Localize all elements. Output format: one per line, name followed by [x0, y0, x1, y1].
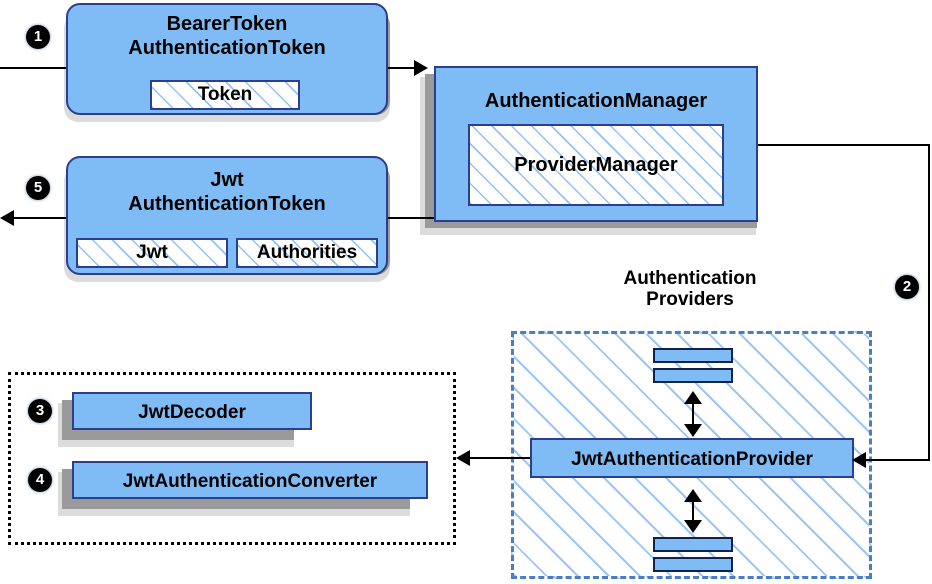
arrowhead-to-support [456, 450, 470, 466]
connector-provider-to-support [470, 457, 530, 459]
connector-provider-link-bottom [692, 494, 694, 526]
token-label: Token [197, 84, 253, 105]
step-marker-2: 2 [895, 275, 919, 299]
step-marker-3-number: 3 [35, 402, 45, 419]
connector-bearertoken-to-manager [388, 67, 422, 69]
authorities-box[interactable]: Authorities [236, 238, 378, 268]
step-marker-4: 4 [28, 468, 52, 492]
provider-manager-label: ProviderManager [514, 153, 678, 176]
connector-response-out [14, 217, 66, 219]
jwt-box[interactable]: Jwt [76, 238, 228, 268]
jwt-authentication-provider-node[interactable]: JwtAuthenticationProvider [530, 438, 854, 478]
provider-manager-box[interactable]: ProviderManager [468, 124, 724, 206]
connector-manager-right-stub [758, 144, 930, 146]
arrowhead-to-manager [414, 60, 428, 76]
step-marker-5-number: 5 [33, 179, 43, 196]
bearer-token-authentication-token-node[interactable]: BearerToken AuthenticationToken [66, 3, 388, 115]
arrowhead-provider-link-bottom-up [684, 489, 702, 502]
arrowhead-provider-link-top-up [684, 391, 702, 404]
arrowhead-provider-link-bottom-down [684, 520, 702, 533]
jwt-decoder-node[interactable]: JwtDecoder [72, 392, 312, 430]
step-marker-4-number: 4 [35, 471, 45, 488]
bearer-token-title-line1: BearerToken [166, 13, 288, 35]
authentication-manager-title: AuthenticationManager [484, 90, 708, 112]
step-marker-2-number: 2 [902, 278, 912, 295]
jwt-authentication-converter-node[interactable]: JwtAuthenticationConverter [72, 461, 428, 499]
provider-bar-top-2 [653, 368, 733, 383]
provider-bar-bottom-1 [653, 537, 733, 552]
step-marker-1-number: 1 [33, 28, 43, 45]
step-marker-1: 1 [26, 25, 50, 49]
connector-provider-link-top [692, 396, 694, 430]
provider-bar-top-1 [653, 348, 733, 363]
arrowhead-response-out [0, 210, 14, 226]
authorities-label: Authorities [256, 242, 358, 263]
jwt-token-title-line2: AuthenticationToken [128, 193, 326, 215]
jwt-authentication-converter-label: JwtAuthenticationConverter [122, 471, 378, 492]
connector-request-in [0, 67, 66, 69]
connector-into-provider [866, 459, 930, 461]
connector-manager-to-jwttoken [388, 217, 434, 219]
connector-manager-down [928, 144, 930, 460]
bearer-token-title-line2: AuthenticationToken [128, 37, 326, 59]
jwt-label: Jwt [136, 242, 168, 263]
arrowhead-into-provider [852, 452, 866, 468]
authentication-providers-heading-line1: Authentication [623, 268, 757, 289]
jwt-decoder-label: JwtDecoder [138, 402, 246, 423]
jwt-authentication-provider-label: JwtAuthenticationProvider [571, 449, 813, 470]
provider-bar-bottom-2 [653, 557, 733, 572]
jwt-token-title-line1: Jwt [210, 169, 244, 191]
authentication-providers-heading: Authentication Providers [570, 268, 810, 311]
step-marker-5: 5 [26, 176, 50, 200]
token-box[interactable]: Token [150, 80, 300, 110]
jwt-support-region [8, 372, 456, 545]
step-marker-3: 3 [28, 399, 52, 423]
arrowhead-provider-link-top-down [684, 424, 702, 437]
authentication-providers-heading-line2: Providers [646, 289, 734, 311]
